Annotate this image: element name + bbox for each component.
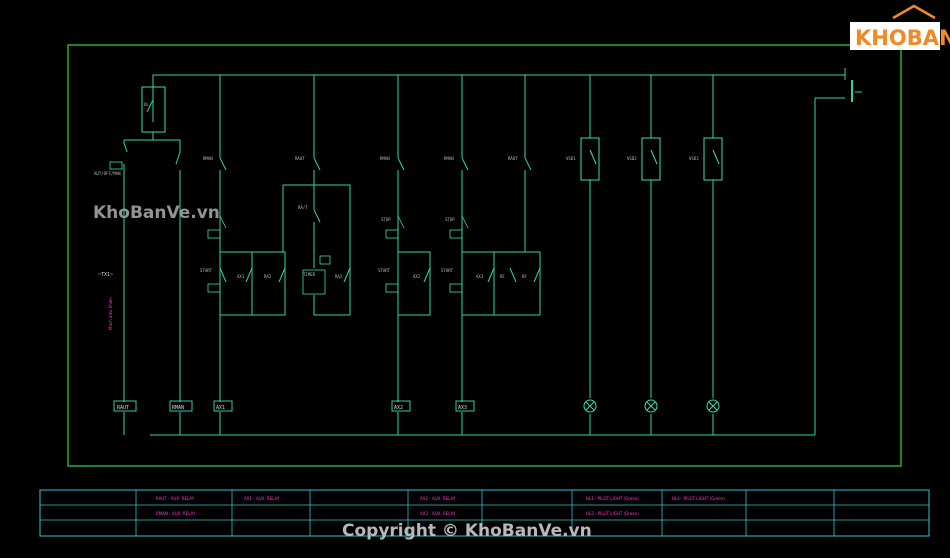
legend-table: RAUT - AUX. RELAY AX1 - AUX. RELAY AX2 -…	[39, 489, 930, 537]
label-start-2: START	[378, 268, 391, 273]
label-vsd1: VSD1	[566, 156, 576, 161]
legend-cell: AX2 - AUX. RELAY	[420, 496, 456, 501]
label-ra-t: RA/T	[298, 205, 308, 210]
label-rf-2: RF	[522, 274, 527, 279]
copyright-text: Copyright © KhoBanVe.vn	[342, 521, 592, 541]
component-labels: OL AUT/OFF/MAN ~TX1~ RMAN RAUT RA/T RMAN…	[94, 102, 699, 330]
coil-label: RAUT	[117, 405, 129, 411]
logo: KHOBANVE	[850, 4, 950, 50]
label-stop-2: STOP	[445, 217, 455, 222]
label-vsd3: VSD3	[689, 156, 699, 161]
coil-label: AX1	[216, 405, 225, 411]
house-roof-icon	[892, 4, 936, 20]
label-source-switch: AUT/OFF/MAN	[94, 171, 121, 176]
label-raut-3: RAUT	[508, 156, 518, 161]
label-stop-1: STOP	[381, 217, 391, 222]
main-wiring	[123, 68, 862, 436]
label-raut-1: RAUT	[295, 156, 305, 161]
coil-label: AX3	[458, 405, 467, 411]
legend-cell: AX3 - AUX. RELAY	[420, 511, 456, 516]
label-ra2-2: RA2	[335, 274, 343, 279]
legend-cell: AX1 - AUX. RELAY	[244, 496, 280, 501]
coil-label: RMAN	[172, 405, 184, 411]
logo-text: KHOBANVE	[855, 26, 950, 50]
legend-cell: RAUT - AUX. RELAY	[156, 496, 195, 501]
vsd-contacts	[580, 137, 723, 181]
coil-label: AX2	[394, 405, 403, 411]
label-rman-1: RMAN	[203, 156, 213, 161]
label-timer: TIMER	[303, 272, 316, 277]
legend-cell: HL2 - PILOT LIGHT (Green)	[586, 511, 639, 516]
label-ax1: AX1	[237, 274, 245, 279]
label-start-1: START	[200, 268, 213, 273]
label-tx: ~TX1~	[98, 272, 113, 278]
coil-boxes	[113, 400, 475, 412]
label-rman-2: RMAN	[380, 156, 390, 161]
pilot-lights	[583, 399, 720, 413]
watermark-text: KhoBanVe.vn	[93, 203, 220, 223]
label-ra2-1: RA2	[264, 274, 272, 279]
label-ax3: AX3	[476, 274, 484, 279]
label-start-3: START	[441, 268, 454, 273]
push-buttons	[109, 161, 469, 295]
coil-labels: RAUT RMAN AX1 AX2 AX3	[117, 405, 467, 411]
label-rman-3: RMAN	[444, 156, 454, 161]
label-rf-1: RF	[500, 274, 505, 279]
label-side-text: Mach dieu khien	[108, 297, 113, 330]
label-vsd2: VSD2	[627, 156, 637, 161]
label-ol: OL	[144, 102, 149, 107]
label-ax2: AX2	[413, 274, 421, 279]
legend-cell: RMAN - AUX. RELAY	[156, 511, 196, 516]
legend-cell: HL1 - PILOT LIGHT (Green)	[586, 496, 639, 501]
drawing-frame	[67, 44, 902, 467]
legend-cell: HL4 - PILOT LIGHT (Green)	[672, 496, 725, 501]
